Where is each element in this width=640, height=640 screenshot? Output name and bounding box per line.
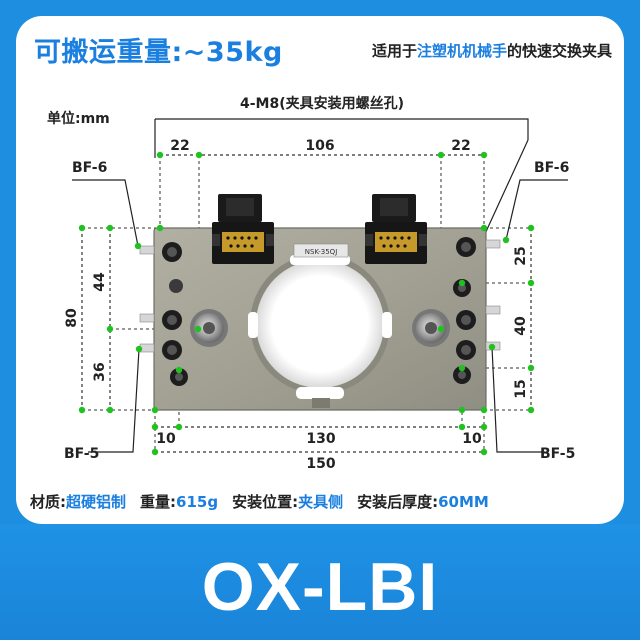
- weight-label: 重量:: [140, 493, 177, 511]
- footer-band: [0, 524, 640, 640]
- weight-value: 615g: [176, 493, 219, 511]
- bf6-left-leader: [72, 179, 139, 247]
- material-value: 超硬铝制: [66, 493, 127, 511]
- port-bf6-left: BF-6: [72, 160, 107, 176]
- thickness-value: 60MM: [438, 493, 489, 511]
- bore-notch-left: [248, 312, 258, 338]
- dim-left-overall: 80: [64, 308, 80, 328]
- thickness-label: 安装后厚度:: [357, 493, 439, 511]
- dim-bottom-right: 10: [462, 431, 482, 447]
- right-fittings: [453, 237, 476, 384]
- bore-notch-right: [382, 312, 392, 338]
- port-bf5-right: BF-5: [540, 446, 575, 462]
- dim-left-upper: 44: [92, 272, 108, 292]
- position-label: 安装位置:: [232, 493, 299, 511]
- left-bushing-hole: [203, 322, 215, 334]
- bore-notch-bottom: [296, 387, 344, 399]
- plate: NSK-35QJ: [139, 227, 501, 411]
- spec-line: 材质:超硬铝制重量:615g 安装位置:夹具侧安装后厚度:60MM: [30, 491, 489, 512]
- screw-note-leader-right: [520, 118, 529, 140]
- dim-right-top: 25: [513, 246, 529, 265]
- capacity-title: 可搬运重量:~35kg: [34, 37, 283, 68]
- screw-hole-note: 4-M8(夹具安装用螺丝孔): [240, 95, 404, 112]
- dim-left-lower: 36: [92, 362, 108, 381]
- application-note: 适用于注塑机机械手的快速交换夹具: [372, 40, 612, 61]
- model-plate: [293, 243, 349, 258]
- application-pre: 适用于: [371, 42, 417, 60]
- dimension-dots: [78, 151, 535, 456]
- bf6-right-leader: [505, 179, 568, 241]
- bottom-slot: [312, 398, 330, 408]
- dim-top-right: 22: [451, 138, 470, 154]
- bore-notch-top: [290, 255, 350, 265]
- dim-bottom-overall: 150: [306, 456, 335, 472]
- model-plate-text: NSK-35QJ: [305, 248, 338, 256]
- dim-top-middle: 106: [305, 138, 334, 154]
- bf5-right-leader: [491, 346, 545, 453]
- dim-bottom-left: 10: [156, 431, 176, 447]
- left-electrical-connector: [212, 194, 274, 264]
- dim-bottom-middle: 130: [306, 431, 335, 447]
- right-electrical-connector: [365, 194, 427, 264]
- left-fittings: [162, 242, 188, 386]
- application-highlight: 注塑机机械手: [416, 42, 507, 60]
- port-bf5-left: BF-5: [64, 446, 99, 462]
- unit-label: 单位:mm: [47, 111, 110, 127]
- dim-right-low: 15: [513, 379, 529, 398]
- material-label: 材质:: [30, 493, 66, 511]
- right-bushing-hole: [425, 322, 437, 334]
- dim-top-left: 22: [170, 138, 189, 154]
- bf5-left-leader: [88, 348, 140, 453]
- position-value: 夹具侧: [298, 493, 344, 511]
- bore: [256, 260, 384, 388]
- model-name: OX-LBI: [201, 549, 439, 625]
- dim-right-mid: 40: [513, 316, 529, 336]
- application-post: 的快速交换夹具: [506, 42, 612, 60]
- port-bf6-right: BF-6: [534, 160, 569, 176]
